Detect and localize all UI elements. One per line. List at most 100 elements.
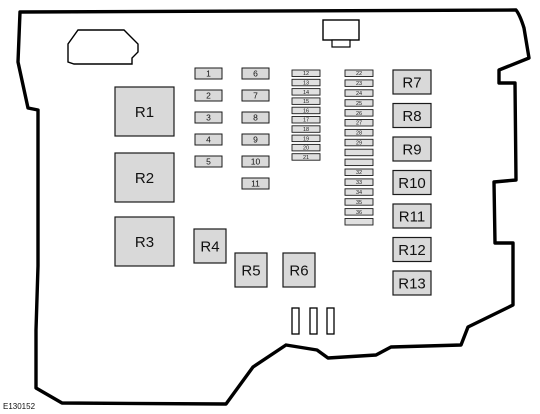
- relay-r13-label: R13: [398, 275, 426, 292]
- fuse-9-label: 9: [253, 135, 258, 145]
- mini-fuse-35: 35: [344, 198, 374, 206]
- diagram-reference-code: E130152: [3, 402, 36, 411]
- mini-fuse-12: 12: [291, 69, 321, 77]
- mini-fuse-32-label: 32: [356, 170, 362, 176]
- mini-fuse-21: 21: [291, 153, 321, 161]
- relay-r5: R5: [234, 252, 268, 288]
- mini-fuse-14: 14: [291, 88, 321, 96]
- mini-fuse-12-label: 12: [303, 71, 309, 77]
- top-connector-tab: [322, 19, 360, 48]
- fuse-8-label: 8: [253, 113, 258, 123]
- fuse-7: 7: [241, 89, 270, 102]
- mini-fuse-25: 25: [344, 99, 374, 107]
- mini-fuse-35-label: 35: [356, 200, 362, 206]
- mini-fuse-27: 27: [344, 119, 374, 127]
- mini-fuse-14-label: 14: [303, 90, 309, 96]
- mini-fuse-22-label: 22: [356, 71, 362, 77]
- relay-r4: R4: [193, 228, 227, 264]
- relay-r11: R11: [392, 203, 432, 229]
- mini-fuse-27-label: 27: [356, 121, 362, 127]
- fuse-6-label: 6: [253, 69, 258, 79]
- fuse-3-label: 3: [206, 113, 211, 123]
- relay-r2-label: R2: [135, 170, 154, 187]
- fuse-10-label: 10: [251, 157, 261, 167]
- mini-fuse-18-label: 18: [303, 127, 309, 133]
- mini-fuse-20: 20: [291, 143, 321, 152]
- mini-fuse-17-label: 17: [303, 118, 309, 124]
- fuse-1: 1: [194, 67, 223, 80]
- fuses-group: 1 2 3 4 5 6 7 8 9 10 11: [194, 67, 270, 190]
- terminal-slots: [291, 307, 335, 335]
- mini-fuse-blank-15: [344, 218, 374, 226]
- mini-fuse-28-label: 28: [356, 131, 362, 137]
- fuse-5-label: 5: [206, 157, 211, 167]
- relay-r5-label: R5: [241, 262, 260, 279]
- mini-fuse-29: 29: [344, 138, 374, 147]
- relay-r1: R1: [114, 86, 175, 137]
- mini-fuse-21-label: 21: [303, 155, 309, 161]
- relay-r11-label: R11: [399, 208, 425, 225]
- mini-fuse-29-label: 29: [356, 141, 362, 147]
- relay-r3: R3: [114, 216, 175, 267]
- mini-fuse-13-label: 13: [303, 81, 309, 87]
- relay-r1-label: R1: [135, 104, 154, 121]
- fuse-3: 3: [194, 111, 223, 124]
- relay-r10: R10: [392, 169, 432, 196]
- mini-fuse-17: 17: [291, 116, 321, 124]
- relay-r9-label: R9: [402, 141, 421, 158]
- fuse-5: 5: [194, 155, 223, 168]
- mini-fuse-33-label: 33: [356, 180, 362, 186]
- relay-r2: R2: [114, 152, 175, 203]
- mini-fuse-23: 23: [344, 79, 374, 87]
- mini-fuse-20-label: 20: [303, 146, 309, 152]
- fuse-11: 11: [241, 177, 270, 190]
- fuse-7-label: 7: [253, 91, 258, 101]
- mini-fuse-18: 18: [291, 125, 321, 133]
- fuse-6: 6: [241, 67, 270, 80]
- mini-fuse-15-label: 15: [303, 99, 309, 105]
- mini-fuse-13: 13: [291, 78, 321, 87]
- mini-fuse-15: 15: [291, 97, 321, 105]
- connector-icon: [67, 29, 139, 65]
- relay-r9: R9: [392, 136, 432, 162]
- fuse-10: 10: [241, 155, 270, 168]
- mini-fuse-28: 28: [344, 128, 374, 137]
- mini-fuse-23-label: 23: [356, 81, 362, 87]
- relay-r10-label: R10: [398, 175, 426, 192]
- mini-fuse-24: 24: [344, 89, 374, 97]
- relay-r8-label: R8: [402, 108, 421, 125]
- mini-fuse-16: 16: [291, 106, 321, 114]
- fuse-4: 4: [194, 133, 223, 146]
- mini-fuses-group: 12 13 14 15 16 17 18 19 20 21 22 23 24 25 26 27 28 29 32 33…: [291, 69, 374, 226]
- fuse-4-label: 4: [206, 135, 211, 145]
- mini-fuse-34-label: 34: [356, 190, 362, 196]
- fuse-8: 8: [241, 111, 270, 124]
- relay-r12: R12: [392, 236, 432, 263]
- relay-r7: R7: [392, 69, 432, 95]
- mini-fuse-34: 34: [344, 188, 374, 196]
- fuse-2: 2: [194, 89, 223, 102]
- mini-fuse-22: 22: [344, 69, 374, 77]
- mini-fuse-36-label: 36: [356, 210, 362, 216]
- mini-fuse-19-label: 19: [303, 136, 309, 142]
- mini-fuse-33: 33: [344, 178, 374, 186]
- mini-fuse-32: 32: [344, 168, 374, 176]
- fuse-1-label: 1: [206, 69, 211, 79]
- relay-r4-label: R4: [200, 238, 219, 255]
- relay-r12-label: R12: [398, 242, 426, 259]
- fuse-11-label: 11: [251, 179, 260, 189]
- fuse-box-outline: [16, 8, 531, 406]
- fuse-2-label: 2: [206, 91, 211, 101]
- relay-r6: R6: [282, 252, 316, 288]
- relay-r6-label: R6: [289, 262, 308, 279]
- mini-fuse-26: 26: [344, 109, 374, 117]
- mini-fuse-26-label: 26: [356, 111, 362, 117]
- fuse-9: 9: [241, 133, 270, 146]
- mini-fuse-36: 36: [344, 208, 374, 216]
- mini-fuse-16-label: 16: [303, 108, 309, 114]
- relay-r3-label: R3: [135, 234, 154, 251]
- mini-fuse-blank-9: [344, 158, 374, 167]
- relay-r7-label: R7: [402, 74, 421, 91]
